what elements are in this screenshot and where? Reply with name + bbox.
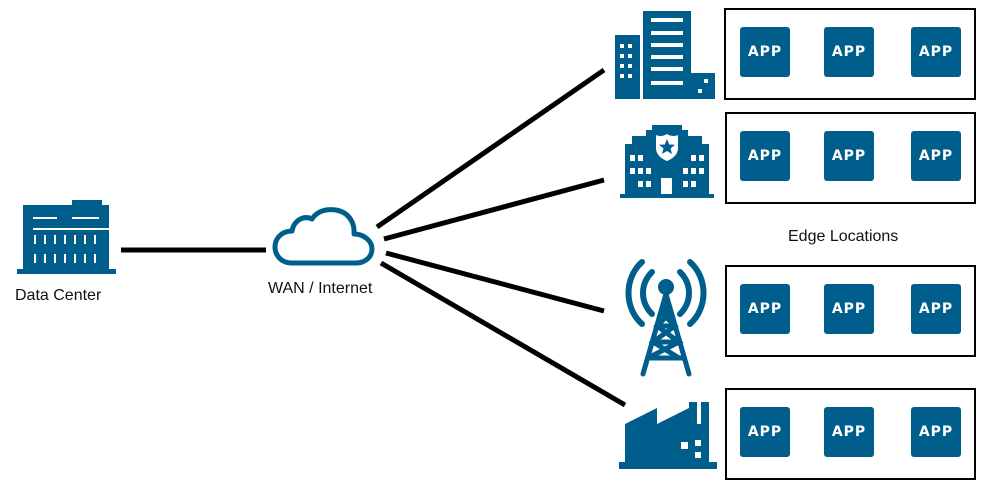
edge-location-box-factory: APP APP APP <box>725 388 976 480</box>
app-tile: APP <box>824 407 874 457</box>
app-tile: APP <box>911 27 961 77</box>
cloud-icon <box>272 207 376 267</box>
edge-locations-label: Edge Locations <box>788 228 899 245</box>
data-center-label: Data Center <box>15 287 102 304</box>
app-tile: APP <box>740 284 790 334</box>
app-tile: APP <box>824 131 874 181</box>
factory-icon <box>617 398 719 470</box>
cell-tower-icon <box>614 250 718 378</box>
link-wan-police-station <box>383 177 605 242</box>
app-tile: APP <box>740 407 790 457</box>
link-wan-factory <box>379 260 627 408</box>
police-station-icon <box>616 122 718 198</box>
app-tile: APP <box>911 131 961 181</box>
office-building-icon <box>614 10 716 100</box>
app-tile: APP <box>740 27 790 77</box>
app-tile: APP <box>911 407 961 457</box>
edge-location-box-cell-tower: APP APP APP <box>725 265 976 357</box>
app-tile: APP <box>824 284 874 334</box>
app-tile: APP <box>911 284 961 334</box>
edge-location-box-police-station: APP APP APP <box>725 112 976 204</box>
data-center-icon <box>15 199 118 275</box>
link-wan-cell-tower <box>385 250 605 314</box>
app-tile: APP <box>824 27 874 77</box>
edge-location-box-office: APP APP APP <box>724 8 976 100</box>
link-wan-office <box>375 67 606 230</box>
app-tile: APP <box>740 131 790 181</box>
wan-label: WAN / Internet <box>268 280 373 297</box>
